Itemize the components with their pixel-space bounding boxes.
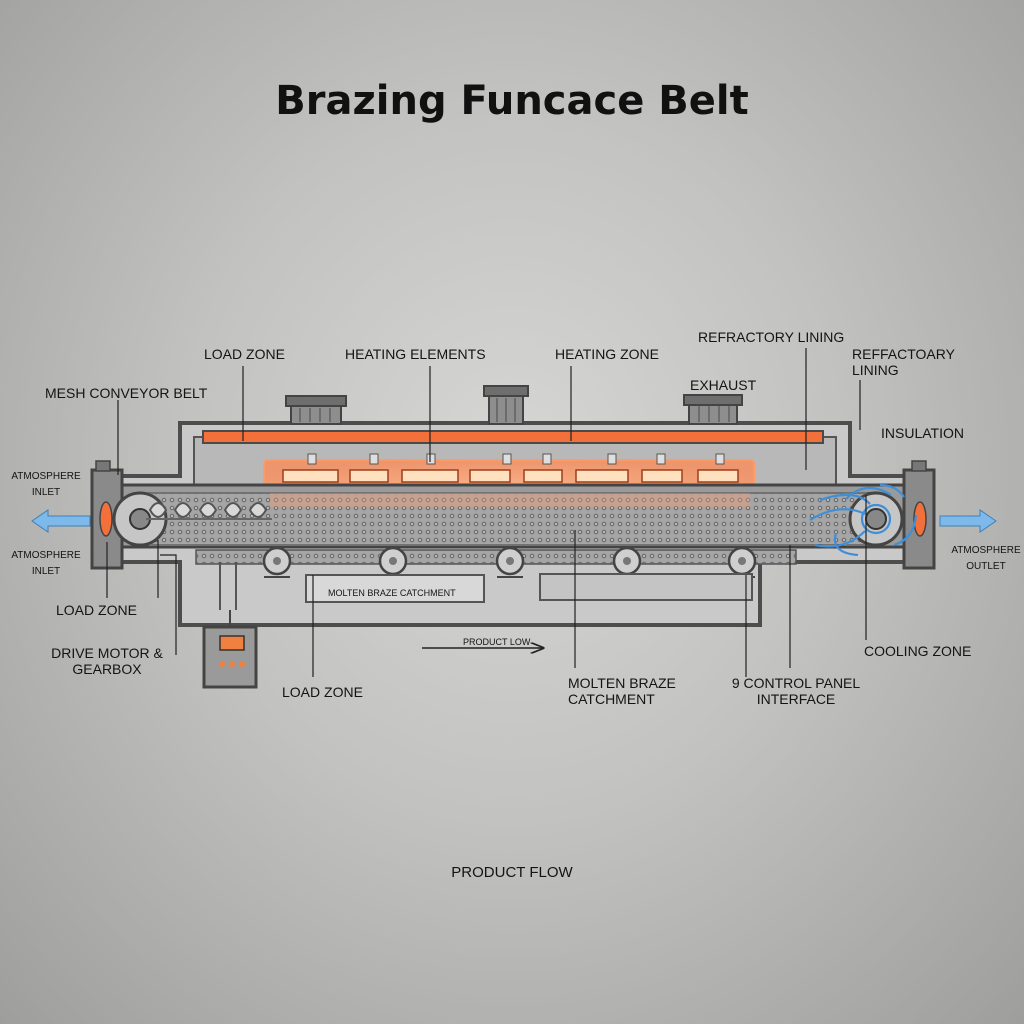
cooling-fan — [809, 483, 918, 557]
heating-elements — [282, 469, 739, 483]
label-molten-braze-catchment: MOLTEN BRAZE CATCHMENT — [568, 675, 676, 707]
label-heating-zone: HEATING ZONE — [555, 346, 659, 362]
label-atmosphere-outlet: ATMOSPHERE OUTLET — [951, 545, 1021, 572]
label-product-flow-arrow: PRODUCT LOW — [463, 637, 531, 647]
label-reffactoary-lining: REFFACTOARY LINING — [852, 346, 955, 378]
feed-screw — [146, 502, 272, 520]
catchment-tray — [305, 574, 485, 603]
label-load-zone-left: LOAD ZONE — [56, 602, 137, 618]
label-load-zone-bottom: LOAD ZONE — [282, 684, 363, 700]
label-exhaust: EXHAUST — [690, 377, 757, 393]
exhaust-stack-1 — [290, 405, 342, 425]
label-atmosphere-inlet-lower: ATMOSPHERE INLET — [11, 550, 81, 577]
refractory-lining — [202, 430, 824, 444]
atmosphere-outlet-arrow — [939, 509, 997, 533]
label-catchment-box: MOLTEN BRAZE CATCHMENT — [328, 588, 456, 598]
label-insulation: INSULATION — [881, 425, 964, 441]
label-cooling-zone: COOLING ZONE — [864, 643, 972, 659]
label-refractory-lining: REFRACTORY LINING — [698, 329, 845, 345]
label-mesh-conveyor-belt: MESH CONVEYOR BELT — [45, 385, 208, 401]
label-product-flow: PRODUCT FLOW — [451, 864, 573, 881]
label-heating-elements: HEATING ELEMENTS — [345, 346, 486, 362]
label-control-panel-interface: 9 CONTROL PANEL INTERFACE — [731, 675, 861, 707]
label-atmosphere-inlet-upper: ATMOSPHERE INLET — [11, 471, 81, 498]
atmosphere-inlet-arrow — [31, 509, 91, 533]
label-drive-motor-gearbox: DRIVE MOTOR & GEARBOX — [51, 645, 163, 677]
support-rollers — [262, 546, 757, 576]
diagram-title: Brazing Funcace Belt — [275, 78, 749, 124]
exhaust-stack-3 — [688, 402, 738, 425]
label-load-zone-top: LOAD ZONE — [204, 346, 285, 362]
